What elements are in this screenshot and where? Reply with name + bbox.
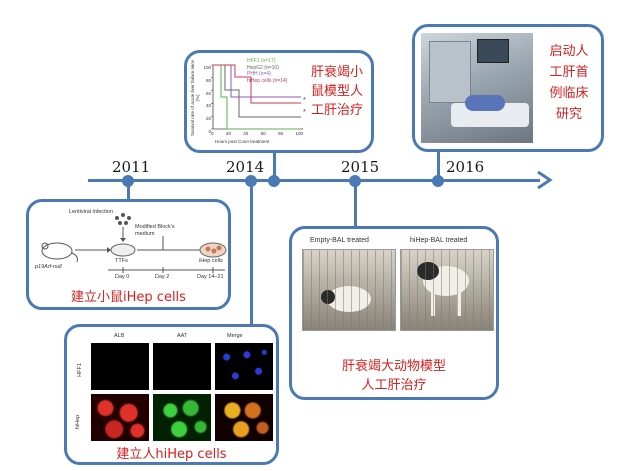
row-label-hihep: hiHep	[75, 414, 82, 430]
mouse-icon	[41, 242, 78, 263]
timeline-arrowhead	[537, 170, 553, 190]
chart-legend: HFF1 (n=17) HepG2 (n=10) PHH (n=4) hiHep…	[247, 58, 287, 84]
chart-xlabel: Hours post ConA treatment	[215, 139, 270, 144]
year-label-2014: 2014	[226, 158, 265, 176]
photo-clinical-ward	[421, 33, 533, 143]
card-2016-caption: 启动人 工肝首 例临床 研究	[549, 44, 589, 122]
col-header-aat: AAT	[177, 333, 188, 339]
panel-hihep-aat	[153, 394, 211, 441]
label-hihep-bal: hiHep-BAL treated	[410, 237, 468, 244]
legend-hepg2: HepG2 (n=10)	[247, 64, 279, 71]
connector-2016	[437, 150, 440, 180]
year-label-2011: 2011	[112, 158, 151, 176]
chart-star-1: *	[303, 97, 306, 104]
connector-2011	[127, 180, 130, 202]
stage-ihep: iHep cells	[199, 258, 223, 264]
cage-bars	[303, 250, 395, 330]
ihep-protocol-diagram	[41, 213, 227, 273]
card-2011-caption: 建立小鼠iHep cells	[71, 290, 186, 305]
timeline-dot-2015	[349, 175, 361, 187]
stage-ttfs: TTFs	[115, 258, 128, 264]
dish-ttfs	[110, 243, 136, 257]
day-2: Day 2	[155, 274, 170, 280]
timeline-dot-2014a	[245, 175, 257, 187]
card-2015-large-animal: Empty-BAL treated hiHep-BAL treated 肝衰竭大…	[289, 226, 499, 400]
col-header-merge: Merge	[227, 333, 243, 339]
timeline-dot-2014b	[268, 175, 280, 187]
connector-2015	[354, 180, 357, 228]
mouse-label: p19Arf-null	[35, 264, 62, 270]
day-0: Day 0	[115, 274, 130, 280]
card-2015-caption: 肝衰竭大动物模型 人工肝治疗	[341, 359, 446, 393]
legend-hihep: hiHep cells (n=14)	[247, 77, 288, 84]
label-empty-bal: Empty-BAL treated	[310, 237, 369, 244]
panel-hihep-merge	[215, 394, 273, 441]
card-2011-mouse-ihep: Lentiviral infection Modified Block's me…	[26, 199, 231, 310]
card-2014-survival: * * HFF1 (n=17) HepG2 (n=10) PHH (n=4) h…	[184, 50, 374, 153]
legend-phh: PHH (n=4)	[247, 71, 271, 77]
panel-hff1-aat	[153, 343, 211, 390]
legend-hff1: HFF1 (n=17)	[247, 58, 276, 64]
curve-hihep	[213, 64, 301, 104]
photo-hihep-bal	[400, 249, 494, 331]
panel-hihep-alb	[91, 394, 149, 441]
year-label-2016: 2016	[446, 158, 485, 176]
chart-star-2: *	[303, 109, 306, 116]
timeline-dot-2011	[122, 175, 134, 187]
year-label-2015: 2015	[341, 158, 380, 176]
ward-machine	[429, 41, 471, 103]
row-label-hff1: HFF1	[76, 363, 83, 377]
col-header-alb: ALB	[114, 333, 125, 339]
survival-chart	[211, 64, 303, 130]
card-2014-top-caption: 肝衰竭小 鼠模型人 工肝治疗	[311, 65, 364, 118]
connector-2014-bottom	[250, 180, 253, 325]
connector-2014-top	[273, 150, 276, 180]
panel-hff1-alb	[91, 343, 149, 390]
panel-hff1-merge	[215, 343, 273, 390]
ward-monitor	[477, 39, 509, 63]
medium-label: Modified Block's medium	[135, 224, 175, 237]
card-2014-human-hihep: ALB AAT Merge HFF1 hiHep 建立人hiHep cells	[64, 324, 279, 465]
cage-bars	[401, 250, 493, 330]
photo-empty-bal	[302, 249, 396, 331]
infection-label: Lentiviral infection	[69, 209, 114, 215]
card-2016-clinical: 启动人 工肝首 例临床 研究	[412, 24, 604, 152]
timeline-axis	[88, 179, 540, 182]
virus-icon	[115, 213, 131, 225]
day-14-21: Day 14–21	[197, 274, 224, 280]
timeline-dot-2016	[432, 175, 444, 187]
ward-patient	[465, 95, 505, 111]
card-2014-bottom-caption: 建立人hiHep cells	[116, 447, 227, 462]
